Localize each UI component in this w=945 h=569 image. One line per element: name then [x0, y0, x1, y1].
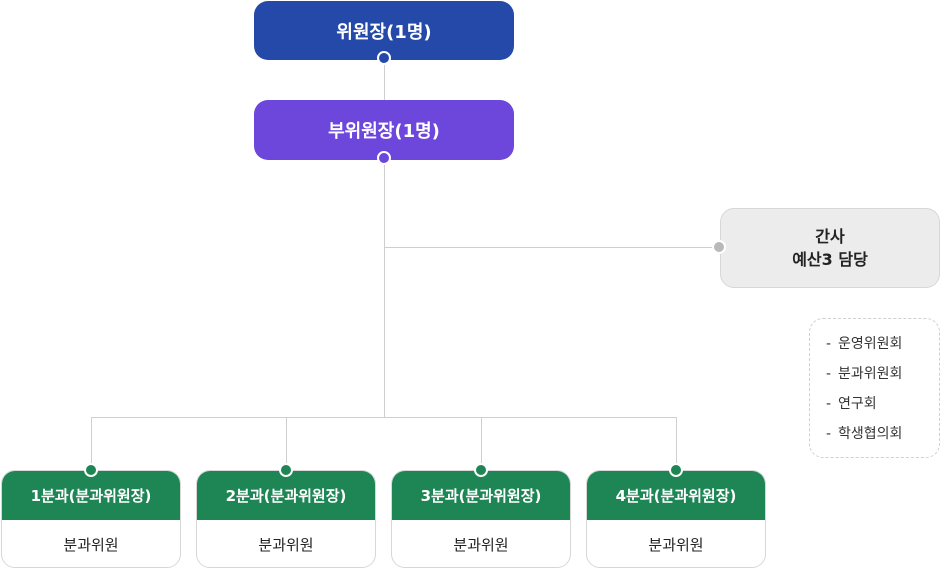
connector-division-1 — [91, 417, 92, 470]
division-3-box: 3분과(분과위원장) 분과위원 — [391, 470, 571, 568]
bullet-dash: - — [826, 366, 832, 382]
division-2-box: 2분과(분과위원장) 분과위원 — [196, 470, 376, 568]
bullet-dash: - — [826, 336, 832, 352]
vice-chair-box: 부위원장(1명) — [254, 100, 514, 160]
committee-label: 연구회 — [838, 396, 877, 412]
committees-box: -운영위원회 -분과위원회 -연구회 -학생협의회 — [809, 318, 940, 458]
secretary-title: 간사 — [815, 227, 845, 246]
committee-label: 학생협의회 — [838, 426, 903, 442]
committee-item: -연구회 — [826, 390, 939, 420]
connector-chair-vice — [384, 58, 385, 102]
secretary-connector-dot — [712, 240, 726, 254]
chair-box: 위원장(1명) — [254, 1, 514, 60]
committee-item: -학생협의회 — [826, 420, 939, 450]
division-4-member: 분과위원 — [648, 535, 704, 554]
chair-connector-dot — [377, 51, 391, 65]
vice-chair-label: 부위원장(1명) — [328, 121, 440, 142]
committee-label: 운영위원회 — [838, 336, 903, 352]
vice-chair-connector-dot — [377, 151, 391, 165]
connector-division-4 — [676, 417, 677, 470]
secretary-box: 간사 예산3 담당 — [720, 208, 940, 288]
division-1-connector-dot — [84, 463, 98, 477]
connector-vice-trunk — [384, 158, 385, 417]
division-3-head: 3분과(분과위원장) — [392, 471, 570, 520]
connector-divisions-bar — [91, 417, 677, 418]
connector-division-3 — [481, 417, 482, 470]
division-2-connector-dot — [279, 463, 293, 477]
division-4-connector-dot — [669, 463, 683, 477]
division-3-member: 분과위원 — [453, 535, 509, 554]
division-4-head: 4분과(분과위원장) — [587, 471, 765, 520]
division-1-box: 1분과(분과위원장) 분과위원 — [1, 470, 181, 568]
division-1-head: 1분과(분과위원장) — [2, 471, 180, 520]
division-2-member: 분과위원 — [258, 535, 314, 554]
committee-item: -운영위원회 — [826, 330, 939, 360]
chair-label: 위원장(1명) — [336, 21, 432, 43]
connector-secretary-branch — [384, 247, 720, 248]
division-4-box: 4분과(분과위원장) 분과위원 — [586, 470, 766, 568]
division-3-connector-dot — [474, 463, 488, 477]
division-1-member: 분과위원 — [63, 535, 119, 554]
committee-item: -분과위원회 — [826, 360, 939, 390]
connector-division-2 — [286, 417, 287, 470]
committee-label: 분과위원회 — [838, 366, 903, 382]
bullet-dash: - — [826, 426, 832, 442]
bullet-dash: - — [826, 396, 832, 412]
secretary-role: 예산3 담당 — [792, 250, 868, 269]
division-2-head: 2분과(분과위원장) — [197, 471, 375, 520]
